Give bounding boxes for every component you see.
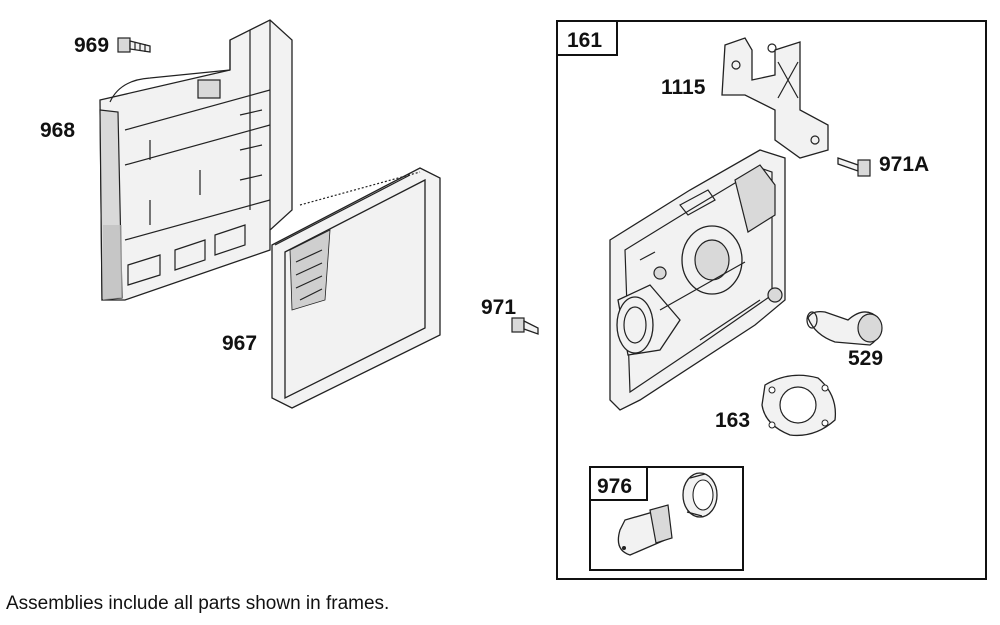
- assembly-frame-976: [589, 466, 744, 571]
- gasket-163: [761, 374, 837, 437]
- air-cleaner-body: [609, 149, 786, 411]
- screw-969: [117, 37, 151, 53]
- label-1115: 1115: [661, 76, 706, 99]
- label-161: 161: [567, 29, 602, 52]
- assembly-frame-161: [556, 20, 987, 580]
- bracket-1115: [721, 37, 829, 159]
- label-969: 969: [74, 34, 109, 57]
- label-529: 529: [848, 347, 883, 370]
- label-976: 976: [597, 475, 632, 498]
- label-967: 967: [222, 332, 257, 355]
- label-971: 971: [481, 296, 516, 319]
- screw-971a: [837, 157, 871, 177]
- air-filter-967: [271, 167, 441, 409]
- clamp-976: [682, 472, 718, 518]
- elbow-529: [806, 310, 883, 346]
- label-971a: 971A: [879, 153, 929, 176]
- assembly-tag-976: [589, 466, 648, 501]
- assembly-tag-161: [556, 20, 618, 56]
- label-163: 163: [715, 409, 750, 432]
- footnote: Assemblies include all parts shown in fr…: [6, 593, 390, 614]
- label-968: 968: [40, 119, 75, 142]
- air-cleaner-base-968: [99, 19, 293, 301]
- screw-971: [511, 317, 539, 335]
- bulb-976: [617, 504, 673, 556]
